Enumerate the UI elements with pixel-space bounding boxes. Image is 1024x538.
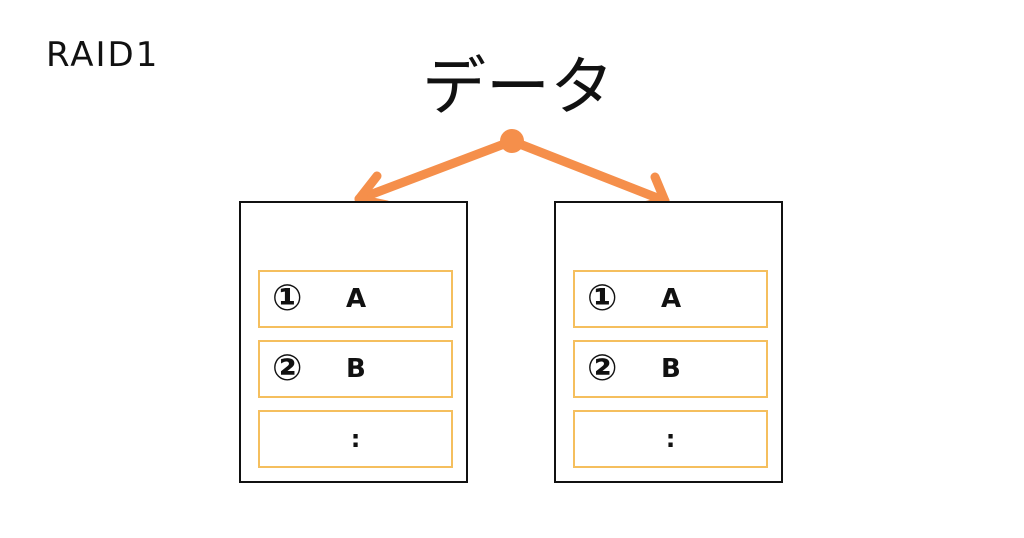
scheme-label: RAID1 xyxy=(46,35,160,75)
block-letter: A xyxy=(346,284,367,314)
block-3: : xyxy=(573,410,768,468)
block-letter: B xyxy=(661,354,681,384)
block-number: ② xyxy=(272,348,303,389)
block-number: ① xyxy=(272,278,303,319)
block-3: : xyxy=(258,410,453,468)
block-2: ② B xyxy=(258,340,453,398)
data-label: データ xyxy=(422,51,614,125)
source-node xyxy=(500,129,524,153)
arrow-left xyxy=(354,136,517,210)
block-1: ① A xyxy=(258,270,453,328)
block-letter: B xyxy=(346,354,366,384)
arrow-right xyxy=(507,136,670,212)
disk-right: ① A ② B : xyxy=(554,201,783,483)
disk-left: ① A ② B : xyxy=(239,201,468,483)
block-ellipsis: : xyxy=(665,425,676,453)
block-number: ② xyxy=(587,348,618,389)
block-2: ② B xyxy=(573,340,768,398)
block-number: ① xyxy=(587,278,618,319)
block-1: ① A xyxy=(573,270,768,328)
block-letter: A xyxy=(661,284,682,314)
block-ellipsis: : xyxy=(350,425,361,453)
